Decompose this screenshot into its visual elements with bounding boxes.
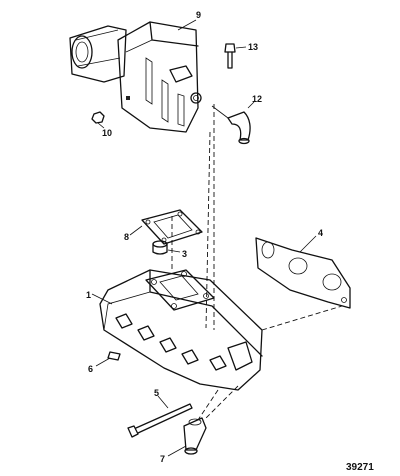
callout-label: 3 — [182, 249, 187, 259]
callout-label: 13 — [248, 42, 258, 52]
exhaust-elbow-part — [69, 21, 202, 133]
callout-label: 8 — [124, 232, 129, 242]
plug-part — [152, 240, 181, 255]
callout-label: 9 — [196, 10, 201, 20]
callout-label: 7 — [160, 454, 165, 464]
drain-elbow-part — [167, 417, 207, 457]
callout-label: 5 — [154, 388, 159, 398]
bolt-part — [224, 43, 247, 69]
figure-number: 39271 — [346, 462, 374, 473]
callout-label: 12 — [252, 94, 262, 104]
nut-part — [91, 111, 105, 129]
manifold-gasket-part — [255, 235, 351, 309]
exhaust-manifold-part — [91, 269, 263, 391]
clip-part — [95, 351, 121, 367]
callout-label: 4 — [318, 228, 323, 238]
alignment-lines — [171, 104, 343, 421]
long-bolt-part — [127, 395, 193, 438]
callout-label: 1 — [86, 290, 91, 300]
hose-elbow-part — [211, 101, 255, 145]
callout-label: 10 — [102, 128, 112, 138]
elbow-gasket-part — [129, 209, 203, 245]
callout-label: 6 — [88, 364, 93, 374]
